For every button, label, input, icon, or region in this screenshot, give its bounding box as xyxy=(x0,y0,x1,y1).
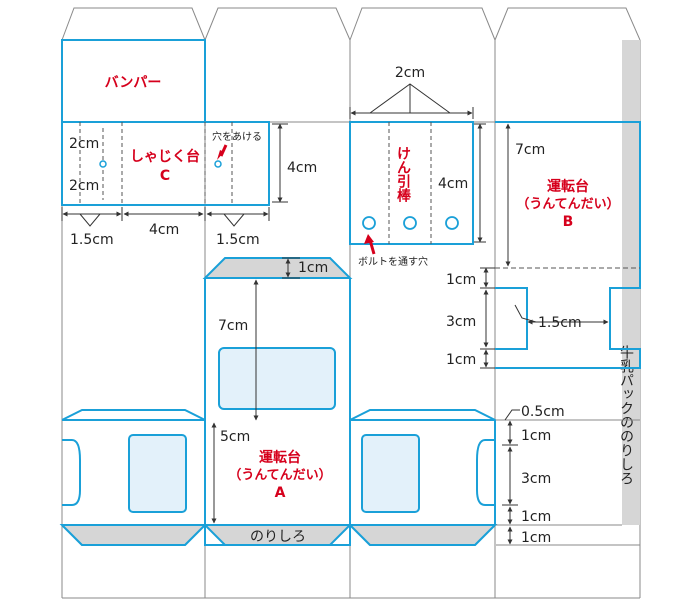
carton-glue-strip xyxy=(622,40,640,525)
chassis-c-letter: C xyxy=(160,168,170,184)
dim-4cm-axle: 4cm xyxy=(438,176,468,192)
dim-1cm-b2: 1cm xyxy=(446,352,476,368)
bolt-hole-1 xyxy=(362,216,376,230)
dim-2cm-c1: 2cm xyxy=(69,136,99,152)
dim-1-5cm-b: 1.5cm xyxy=(538,315,582,331)
carton-glue-tab-label: 牛乳パックののりしろ xyxy=(618,345,634,485)
bolt-note: ボルトを通す穴 xyxy=(358,255,428,268)
chassis-c-name: しゃじく台 xyxy=(130,148,200,165)
chassis-c-outline xyxy=(61,121,270,206)
dim-1cm-s3: 1cm xyxy=(521,530,551,546)
side-panel-left xyxy=(59,409,208,546)
axle-label: けん引棒 xyxy=(395,146,411,203)
glue-tab-label: のりしろ xyxy=(250,529,306,545)
dim-7cm-a: 7cm xyxy=(218,318,248,334)
dim-0-5cm: 0.5cm xyxy=(521,404,565,420)
chassis-hole-left xyxy=(99,160,107,168)
dim-3cm-b: 3cm xyxy=(446,314,476,330)
platform-a-top-glue xyxy=(202,257,353,279)
platform-a-name: 運転台 xyxy=(259,449,301,466)
platform-b-letter: B xyxy=(563,214,574,230)
dim-2cm-c2: 2cm xyxy=(69,178,99,194)
dim-2cm-top: 2cm xyxy=(395,65,425,81)
platform-a-letter: A xyxy=(275,485,286,501)
platform-a-window xyxy=(218,347,336,410)
bolt-hole-2 xyxy=(403,216,417,230)
dim-7cm-b: 7cm xyxy=(515,142,545,158)
dim-4cm-cw: 4cm xyxy=(149,222,179,238)
axle-outline xyxy=(349,121,474,245)
platform-a-reading: （うんてんだい） xyxy=(228,467,331,483)
dim-4cm-c: 4cm xyxy=(287,160,317,176)
side-panel-right xyxy=(347,409,498,546)
dim-1cm-s2: 1cm xyxy=(521,509,551,525)
chassis-hole-right xyxy=(214,160,222,168)
dim-1-5cm-c1: 1.5cm xyxy=(70,232,114,248)
platform-a-bottom-glue xyxy=(202,524,353,546)
dim-1cm-a: 1cm xyxy=(298,260,328,276)
dim-3cm-s: 3cm xyxy=(521,471,551,487)
platform-b-reading: （うんてんだい） xyxy=(516,196,619,212)
dim-1-5cm-c2: 1.5cm xyxy=(216,232,260,248)
hole-note: 穴をあける xyxy=(212,130,262,143)
bumper-label: バンパー xyxy=(105,75,162,91)
bolt-hole-3 xyxy=(445,216,459,230)
platform-b-cut-line xyxy=(495,121,641,369)
platform-b-name: 運転台 xyxy=(547,178,589,195)
dim-1cm-b1: 1cm xyxy=(446,272,476,288)
dim-5cm-a: 5cm xyxy=(220,429,250,445)
dim-1cm-s1: 1cm xyxy=(521,428,551,444)
